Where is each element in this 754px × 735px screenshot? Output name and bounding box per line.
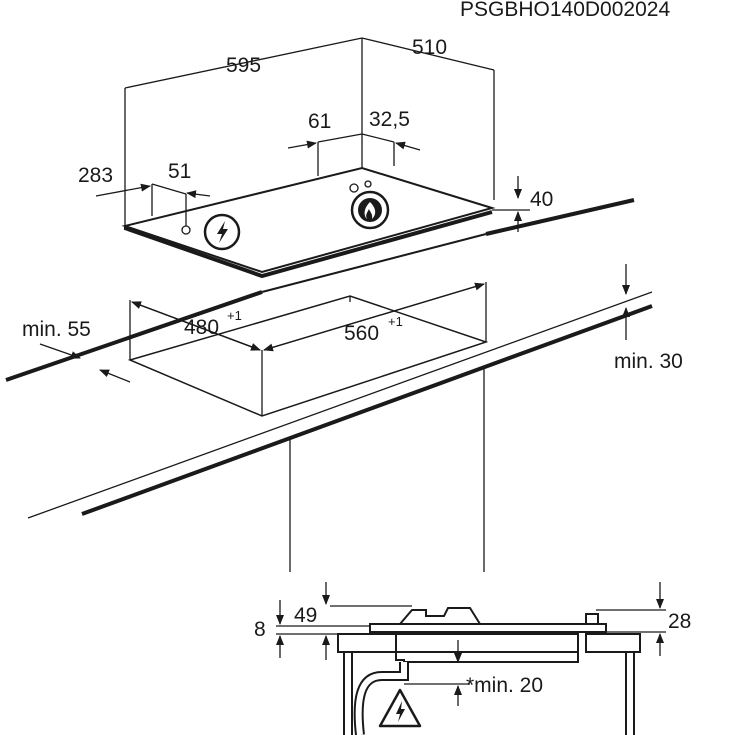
dimension-width: 595 [226,54,261,77]
worktop [5,198,653,572]
dimension-cutout-width: 560 [344,322,379,345]
reference-code: PSGBHO140D002024 [460,0,670,21]
dimension-height: 40 [530,188,553,211]
dimension-left-offset-y: 51 [168,160,191,183]
dimension-burner-offset-x: 61 [308,110,331,133]
worktop-section [337,633,641,653]
dimension-side-top: 8 [254,618,266,641]
dimension-side-right: 28 [668,610,691,633]
dimension-burner-offset-y: 32,5 [369,108,410,131]
lightning-icon [203,213,241,251]
dimension-min-back: min. 30 [614,350,683,373]
dimension-cutout-width-tolerance: +1 [388,314,403,329]
electric-warning-icon [378,688,422,728]
dimension-side-mid: 49 [294,604,317,627]
dimension-cutout-depth: 480 [184,316,219,339]
dimension-depth: 510 [412,36,447,59]
dimension-cutout-depth-tolerance: +1 [227,308,242,323]
hob-plate [121,166,496,274]
dimension-left-offset-x: 283 [78,164,113,187]
dimension-min-front: min. 55 [22,318,91,341]
hob-glass [369,623,607,633]
flame-icon [350,190,390,230]
side-section-view [276,582,666,735]
dimension-min-below: *min. 20 [466,674,543,697]
cutout [127,295,489,417]
